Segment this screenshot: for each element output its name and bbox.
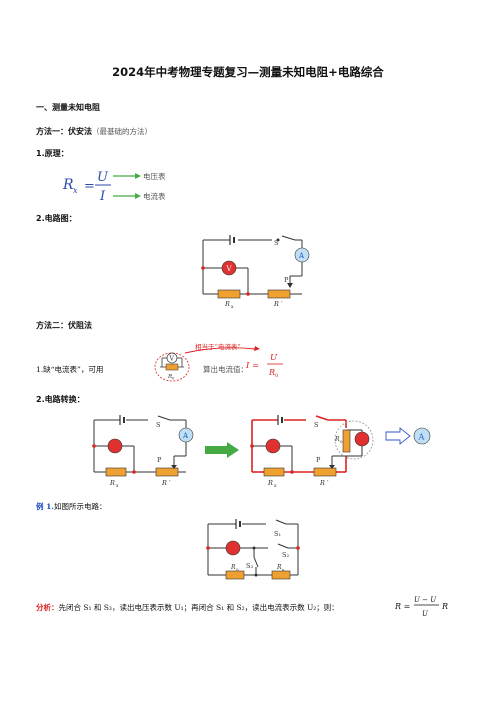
method1-note: （最基础的方法） [92, 127, 152, 136]
rheostat [267, 289, 291, 299]
analysis-text: 先闭合 S₁ 和 S₃，读出电压表示数 U₁；再闭合 S₁ 和 S₂，读出电流表… [58, 603, 339, 612]
missing-ammeter-text: 1.缺“电流表”，可用 [36, 365, 104, 374]
page-title: 2024年中考物理专题复习—测量未知电阻+电路综合 [112, 65, 384, 79]
result-r0: R [441, 602, 448, 611]
switch-label: S [156, 421, 160, 429]
result-lhs: R = [394, 602, 410, 611]
example-label: 例 1. [36, 502, 54, 511]
ohm-formula: R x = U I [62, 170, 141, 204]
ammeter-icon [178, 427, 194, 443]
convert-heading: 2.电路转换： [36, 395, 85, 404]
ammeter-symbol: A [182, 432, 189, 440]
circuit-converted: R 0 S P R x R ′ A [250, 415, 431, 489]
resistor-rx [217, 289, 241, 299]
rx-sub: x [274, 484, 277, 489]
formula-i-eq: I = [245, 361, 259, 371]
method2-heading: 方法二：伏阻法 [36, 321, 92, 330]
calc-current-text: 算出电流值： [203, 365, 248, 374]
rx-label: R [267, 479, 273, 487]
slider-label: P [284, 276, 289, 284]
equiv-ammeter-symbol: A [418, 433, 425, 442]
switch-label: S [314, 421, 318, 429]
method1-heading: 方法一：伏安法（最基础的方法） [36, 126, 152, 137]
result-numerator: U − U [414, 596, 437, 604]
analysis-label: 分析： [36, 603, 59, 612]
mini-voltmeter-symbol: V [169, 356, 175, 363]
convert-arrow-icon [205, 442, 239, 458]
s1-label: S₁ [274, 530, 281, 538]
s2-label: S₂ [282, 551, 289, 559]
result-denominator: U [422, 610, 429, 618]
r0-label: R [334, 436, 340, 443]
example-text: 如图所示电路： [53, 502, 107, 511]
voltmeter-label: 电压表 [143, 172, 166, 181]
circuit-voltammeter: V A S P R x R ′ [201, 235, 310, 310]
r0-label: R [230, 564, 236, 571]
rx-sub: x [282, 567, 285, 572]
formula-u2: U [270, 353, 278, 363]
voltmeter-icon [107, 438, 123, 454]
r0-sub: 0 [340, 439, 343, 444]
equivalent-ammeter-icon [413, 427, 431, 445]
section-heading: 一、测量未知电阻 [36, 103, 100, 112]
rprime-label: R ′ [161, 479, 171, 487]
method1-label: 方法一：伏安法 [36, 127, 92, 136]
rx-label: R [109, 479, 115, 487]
formula-x: x [73, 186, 78, 195]
s3-label: S₃ [246, 562, 253, 570]
principle-heading: 1.原理： [36, 149, 69, 158]
rprime-label: R ′ [273, 300, 283, 308]
formula-u: U [97, 170, 109, 185]
rx-label: R [224, 300, 230, 308]
ammeter-symbol: A [298, 252, 305, 260]
equiv-note: 相当于“电流表” [195, 343, 241, 351]
mini-r0-sub: 0 [172, 376, 175, 381]
analysis-line: 分析：先闭合 S₁ 和 S₃，读出电压表示数 U₁；再闭合 S₁ 和 S₂，读出… [36, 602, 339, 613]
circuit-original: A S P R x R ′ [92, 415, 194, 489]
formula-r: R [62, 177, 74, 193]
formula-r0-sub: 0 [275, 373, 278, 379]
voltmeter-symbol: V [226, 265, 233, 273]
rx-label: R [276, 564, 282, 571]
formula-r0: R [268, 368, 275, 377]
voltmeter-r0-sketch: V R 0 [154, 346, 260, 382]
ammeter-label: 电流表 [143, 192, 166, 201]
current-formula: I = U R 0 [245, 353, 283, 379]
resistor-r0 [342, 429, 351, 453]
slider-label: P [157, 456, 162, 464]
result-formula: R = U − U U R [394, 596, 448, 618]
mini-r0-label: R [167, 374, 172, 380]
voltmeter-icon [221, 260, 237, 276]
circuit-example: S₁ S₂ S₃ R 0 R x [206, 519, 300, 580]
r0-sub: 0 [236, 567, 239, 572]
circuit-heading: 2.电路图： [36, 214, 77, 223]
ammeter-icon [294, 247, 310, 263]
formula-i: I [99, 189, 106, 204]
slider-label: P [316, 456, 321, 464]
example-line: 例 1.如图所示电路： [36, 501, 106, 512]
rx-sub: x [231, 305, 234, 310]
rx-sub: x [116, 484, 119, 489]
switch-label: S [274, 239, 278, 247]
rprime-label: R ′ [319, 479, 329, 487]
svg-text:=: = [84, 179, 95, 194]
